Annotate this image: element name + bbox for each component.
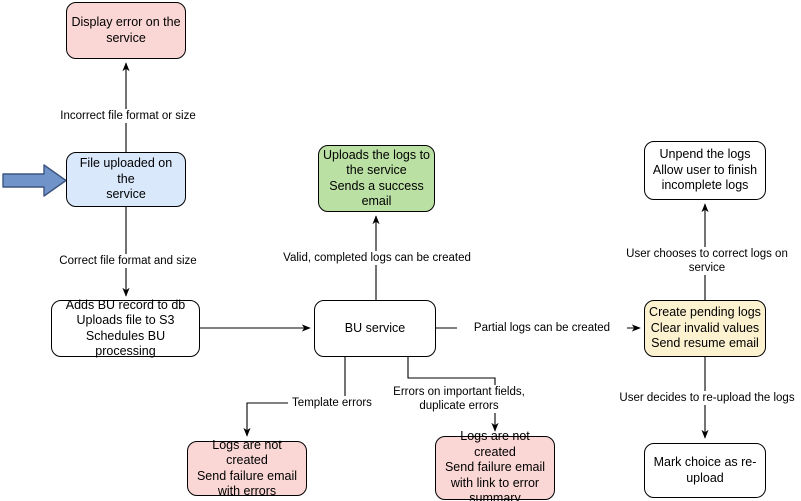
node-create-pending-logs[interactable]: Create pending logs Clear invalid values… (644, 300, 766, 357)
node-uploads-the-logs[interactable]: Uploads the logs to the service Sends a … (318, 145, 435, 212)
node-display-error[interactable]: Display error on the service (66, 2, 186, 59)
edge-label-correct-file-format: Correct file format and size (56, 254, 200, 268)
edge-label-user-decides-reupload: User decides to re-upload the logs (613, 391, 801, 405)
edge-label-template-errors: Template errors (288, 396, 376, 410)
node-bu-service[interactable]: BU service (314, 300, 436, 357)
edge-label-valid-completed-logs: Valid, completed logs can be created (278, 251, 476, 265)
edge-label-incorrect-file-format: Incorrect file format or size (56, 109, 200, 123)
node-logs-not-created-error-summary[interactable]: Logs are not created Send failure email … (435, 429, 555, 501)
edge-label-errors-on-important-fields: Errors on important fields, duplicate er… (389, 385, 529, 413)
node-adds-bu-record[interactable]: Adds BU record to db Uploads file to S3 … (51, 298, 200, 358)
node-file-uploaded-on-service[interactable]: File uploaded on the service (66, 152, 186, 207)
edge-label-user-chooses-correct-logs: User chooses to correct logs on service (605, 247, 801, 275)
node-unpend-the-logs[interactable]: Unpend the logs Allow user to finish inc… (644, 141, 766, 200)
edge-label-partial-logs: Partial logs can be created (457, 321, 627, 335)
node-logs-not-created-with-errors[interactable]: Logs are not created Send failure email … (187, 438, 307, 498)
node-mark-choice-as-reupload[interactable]: Mark choice as re- upload (644, 443, 766, 498)
entry-arrow-icon (2, 164, 67, 197)
